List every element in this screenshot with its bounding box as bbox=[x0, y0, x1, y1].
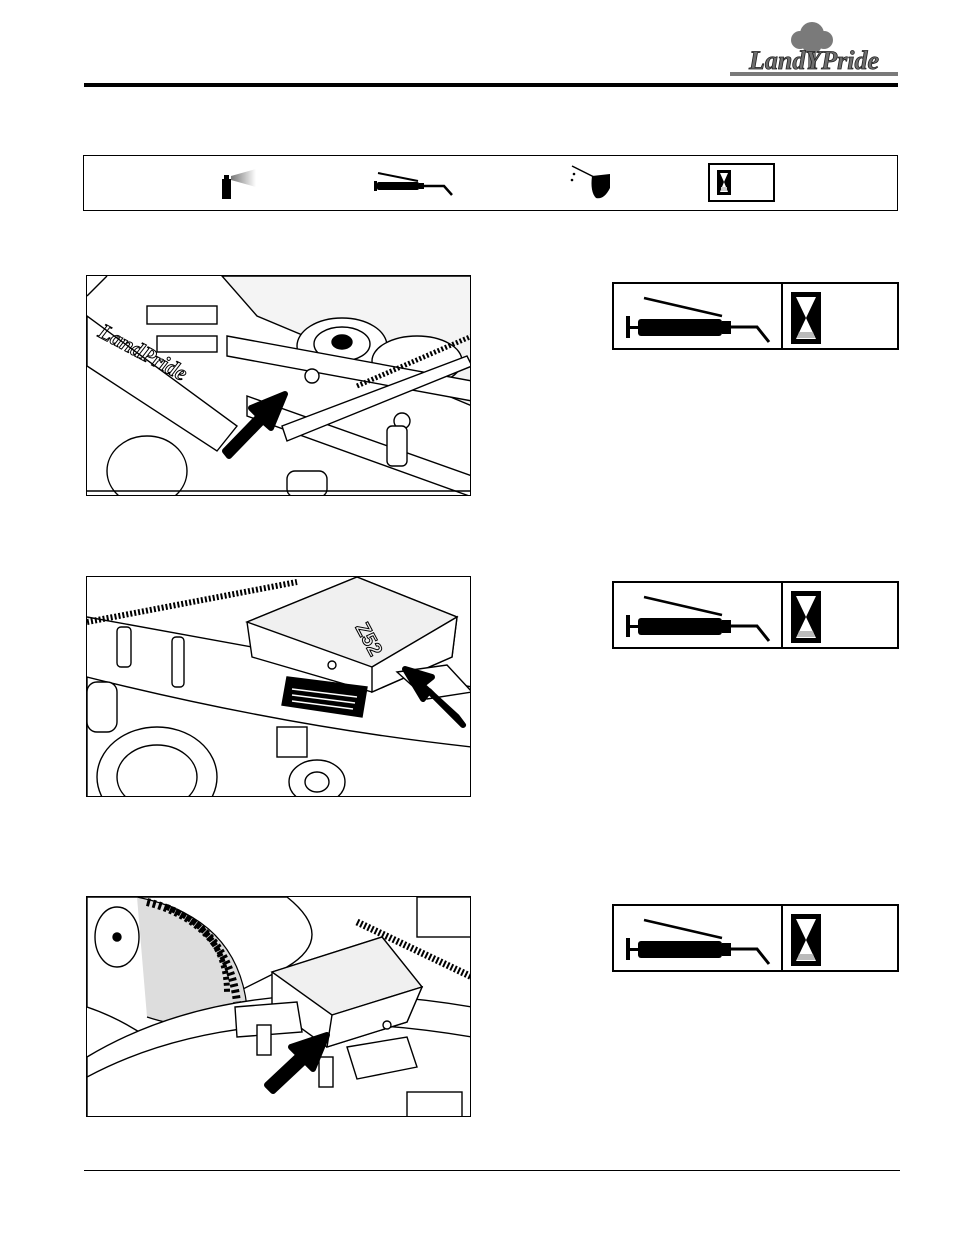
hourglass-icon bbox=[790, 912, 824, 973]
hourglass-icon bbox=[790, 589, 824, 650]
grease-gun-icon bbox=[622, 912, 774, 971]
spray-can-icon bbox=[220, 167, 262, 206]
oil-can-icon bbox=[568, 162, 616, 207]
grease-gun-icon bbox=[622, 589, 774, 648]
logo-text: LandYPride bbox=[748, 46, 879, 75]
deck-linkage-illustration: LandPride bbox=[87, 276, 471, 496]
grease-gun-icon bbox=[372, 169, 454, 204]
grease-interval-panel-1 bbox=[612, 282, 899, 350]
lube-point-photo-1: LandPride bbox=[86, 275, 471, 496]
hourglass-legend-box bbox=[708, 163, 776, 208]
belt-cover-illustration: Z52 bbox=[87, 577, 471, 797]
grease-gun-icon bbox=[622, 290, 774, 349]
left-cover-illustration bbox=[87, 897, 471, 1117]
grease-interval-panel-2 bbox=[612, 581, 899, 649]
header-rule bbox=[84, 83, 898, 87]
landpride-logo: LandYPride bbox=[728, 16, 900, 82]
hourglass-icon bbox=[790, 290, 824, 351]
grease-interval-panel-3 bbox=[612, 904, 899, 972]
panel-divider bbox=[781, 583, 783, 647]
lubrication-legend bbox=[83, 155, 898, 211]
lube-point-photo-2: Z52 bbox=[86, 576, 471, 797]
lube-point-photo-3 bbox=[86, 896, 471, 1117]
footer-rule bbox=[84, 1170, 900, 1171]
panel-divider bbox=[781, 284, 783, 348]
panel-divider bbox=[781, 906, 783, 970]
